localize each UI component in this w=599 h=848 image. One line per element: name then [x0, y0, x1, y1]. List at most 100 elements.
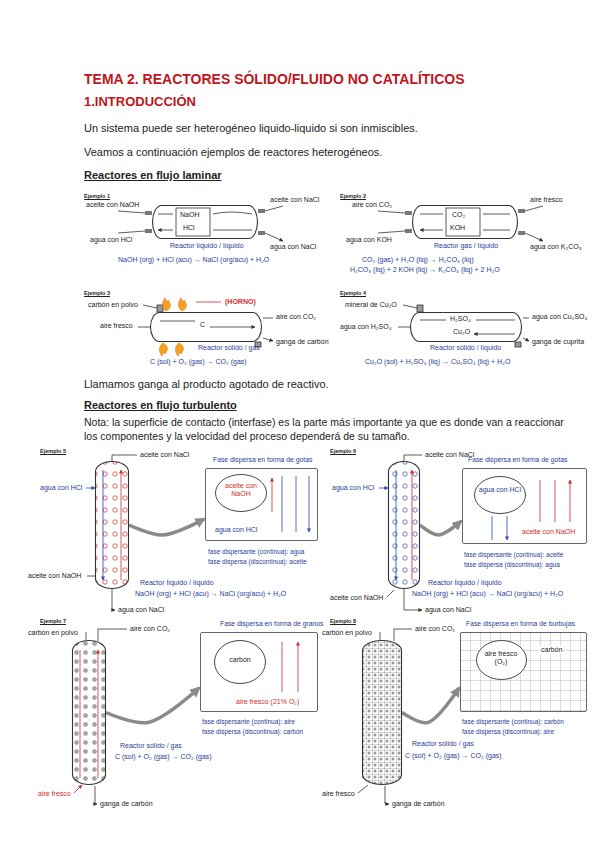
label-text: Ejemplo 3 — [84, 290, 110, 296]
particle-shape — [215, 641, 266, 684]
phase-particle: aceite con NaOH — [215, 474, 267, 512]
shape-border — [206, 469, 318, 541]
label-text: agua con HCl — [332, 484, 374, 492]
reactor-column-outline — [72, 640, 106, 785]
reactor-vessel: CO₂KOHReactor gas / líquido — [412, 205, 518, 239]
reactor-vessel-outline — [412, 205, 518, 239]
label-text: aire fresco — [322, 790, 355, 798]
node-text: carbón — [540, 646, 563, 654]
node-text: (HORNO) — [225, 298, 256, 306]
zoom-panel: Fase dispersa en forma de gotasaceite co… — [462, 468, 587, 544]
label-text: Ejemplo 6 — [330, 448, 356, 454]
label-text: carbón en polvo — [28, 629, 78, 637]
node-text: agua con HCl — [478, 486, 522, 494]
label-text: Ejemplo 7 — [40, 618, 66, 624]
label-text: C (sol) + O₂ (gas) → CO₂ (gas) — [115, 753, 212, 761]
label-text: 1.INTRODUCCIÓN — [84, 95, 196, 110]
label-text: NaOH (org) + HCl (acu) → NaCl (org/acu) … — [412, 590, 563, 598]
node-text: Reactor sólido / gas — [120, 742, 182, 750]
label-text: Reactores en flujo laminar — [84, 169, 222, 182]
node-text: agua con HCl — [215, 526, 257, 534]
label-text: fase dispersa (discontinua): aire — [462, 728, 554, 735]
label-text: ganga de carbón — [392, 800, 445, 808]
shape-border — [461, 633, 587, 712]
label-text: agua con NaCl — [425, 606, 471, 614]
label-text: aire fresco — [100, 322, 133, 330]
label-text: NaOH (org) + HCl (acu) → NaCl (org/acu) … — [118, 256, 269, 264]
shape-border — [151, 313, 262, 342]
label-text: Llamamos ganga al producto agotado de re… — [84, 377, 329, 391]
node-text: Reactor gas / líquido — [434, 242, 498, 250]
label-text: aceite con NaOH — [330, 594, 383, 602]
zoom-panel: Fase dispersa en forma de burbujascarbón… — [460, 632, 587, 712]
node-text: Reactor sólido / gas — [412, 740, 474, 748]
reactor-column: Reactor líquido / líquido — [95, 461, 129, 589]
label-text: NaOH (org) + HCl (acu) → NaCl (org/acu) … — [135, 590, 286, 598]
label-text: agua con Cu₂SO₄ — [532, 313, 587, 321]
node-text: Reactor sólido / líquido — [430, 344, 501, 352]
label-text: ganga de carbón — [276, 338, 329, 346]
reactor-vessel-outline — [150, 312, 262, 342]
label-text: Un sistema puede ser heterogéneo liquido… — [84, 121, 418, 135]
label-text: CO₂ (gas) + H₂O (liq) → H₂CO₃ (liq) — [362, 256, 474, 264]
label-text: aire con CO₂ — [415, 625, 455, 633]
shape-border — [96, 462, 129, 589]
shape-border — [411, 313, 522, 342]
node-text: aire fresco (21% O₂) — [236, 698, 299, 706]
zoom-arrow — [420, 521, 461, 535]
label-text: carbón en polvo — [322, 629, 372, 637]
shape-border — [363, 641, 402, 785]
node-text: Reactor líquido / líquido — [170, 242, 244, 250]
label-text: fase dispersa (discontinua): aceite — [208, 558, 307, 565]
phase-particle: agua con HCl — [474, 476, 526, 514]
phase-particle: carbón — [214, 640, 266, 684]
label-text: agua con KOH — [346, 236, 392, 244]
label-text: aire fresco — [530, 196, 563, 204]
node-text: aceite con NaOH — [219, 482, 263, 498]
label-text: agua con K₂CO₃ — [530, 243, 582, 251]
node-text: Fase dispersa en forma de gotas — [213, 456, 312, 464]
label-text: aire con CO₂ — [276, 313, 316, 321]
zoom-arrow — [402, 688, 459, 723]
zoom-arrow — [129, 519, 204, 535]
label-text: Nota: la superficie de contacto (interfa… — [84, 416, 574, 443]
reactor-vessel: NaOHHClReactor líquido / líquido — [152, 205, 258, 239]
label-text: aceite con NaOH — [28, 572, 81, 580]
label-text: mineral de Cu₂O — [345, 301, 397, 309]
shape-border — [153, 206, 258, 239]
reactor-column-outline — [362, 640, 402, 785]
label-text: aire fresco — [38, 790, 71, 798]
label-text: agua con HCl — [40, 484, 82, 492]
particle-shape — [477, 641, 527, 680]
shape-border — [389, 462, 420, 589]
label-text: aceite con NaCl — [270, 196, 319, 204]
label-text: aceite con NaCl — [140, 451, 189, 459]
node-text: C — [200, 321, 205, 329]
particle-shape — [475, 477, 526, 514]
zoom-panel: Fase dispersa en forma de granosaire fre… — [200, 632, 318, 712]
node-text: aire fresco (O₂) — [479, 650, 523, 666]
label-text: agua con HCl — [90, 236, 132, 244]
node-text: Reactor líquido / líquido — [140, 579, 214, 587]
reactor-vessel-outline — [152, 205, 258, 239]
node-text: HCl — [183, 224, 195, 232]
label-text: Cu₂O (sol) + H₂SO₄ (liq) → Cu₂SO₄ (liq) … — [365, 358, 510, 366]
shape-border — [413, 206, 518, 239]
label-text: Ejemplo 1 — [84, 193, 110, 199]
label-text: C (sol) + O₂ (gas) → CO₂ (gas) — [150, 358, 247, 366]
phase-particle: aire fresco (O₂) — [476, 640, 527, 680]
label-text: carbón en polvo — [88, 301, 138, 309]
reactor-column: Reactor sólido / gas — [362, 640, 402, 785]
node-text: H₂SO₄ — [450, 315, 471, 323]
label-text: Ejemplo 5 — [40, 448, 66, 454]
label-text: aire con CO₂ — [130, 625, 170, 633]
label-text: fase dispersa (discontinua): carbón — [202, 728, 303, 735]
node-text: NaOH — [180, 211, 199, 219]
label-text: Ejemplo 8 — [330, 618, 356, 624]
label-text: agua con H₂SO₄ — [340, 323, 392, 331]
reactor-column-outline — [95, 461, 129, 589]
label-text: aceite con NaOH — [86, 201, 139, 209]
reactor-column: Reactor líquido / líquido — [388, 461, 420, 589]
zoom-panel: Fase dispersa en forma de gotasagua con … — [205, 468, 318, 541]
node-text: Fase dispersa en forma de burbujas — [466, 620, 575, 628]
